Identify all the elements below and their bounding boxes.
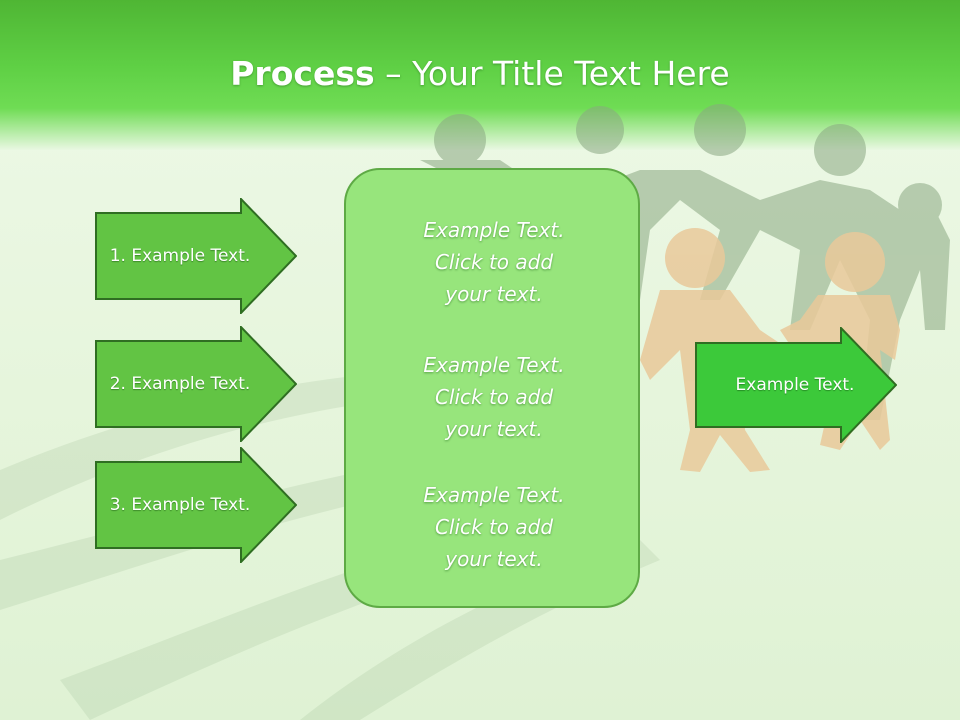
title-rest: – Your Title Text Here	[374, 54, 730, 93]
arrow-shape-2	[95, 326, 297, 442]
result-arrow[interactable]: Example Text.	[695, 327, 897, 443]
step-arrow-3[interactable]: 3. Example Text.	[95, 447, 297, 563]
text-line: Click to add	[434, 515, 554, 539]
result-arrow-shape	[695, 327, 897, 443]
step-arrow-3-label: 3. Example Text.	[109, 495, 251, 515]
text-line: Example Text.	[423, 353, 565, 377]
arrow-shape-1	[95, 198, 297, 314]
text-line: Example Text.	[423, 483, 565, 507]
text-block-3: Example Text. Click to add your text.	[346, 479, 642, 575]
center-text-box[interactable]: Example Text. Click to add your text. Ex…	[344, 168, 640, 608]
text-line: your text.	[445, 547, 543, 571]
text-line: Example Text.	[423, 218, 565, 242]
title-bold: Process	[230, 54, 375, 93]
text-line: Click to add	[434, 385, 554, 409]
text-line: your text.	[445, 282, 543, 306]
result-arrow-label: Example Text.	[735, 375, 855, 395]
slide-title[interactable]: Process – Your Title Text Here	[0, 52, 960, 96]
text-block-2: Example Text. Click to add your text.	[346, 349, 642, 445]
step-arrow-1-label: 1. Example Text.	[109, 246, 251, 266]
text-line: your text.	[445, 417, 543, 441]
step-arrow-2[interactable]: 2. Example Text.	[95, 326, 297, 442]
step-arrow-1[interactable]: 1. Example Text.	[95, 198, 297, 314]
text-block-1: Example Text. Click to add your text.	[346, 214, 642, 310]
text-line: Click to add	[434, 250, 554, 274]
arrow-shape-3	[95, 447, 297, 563]
step-arrow-2-label: 2. Example Text.	[109, 374, 251, 394]
